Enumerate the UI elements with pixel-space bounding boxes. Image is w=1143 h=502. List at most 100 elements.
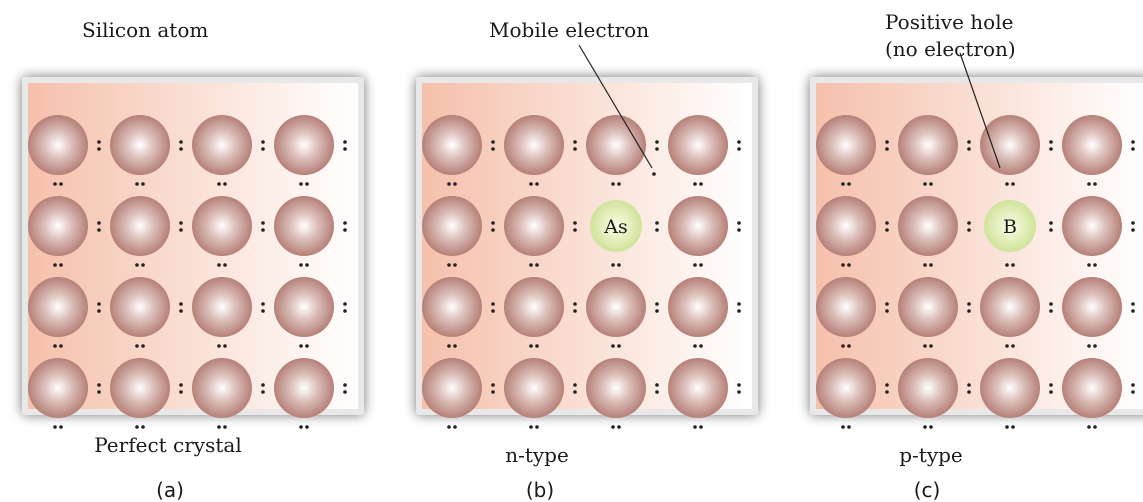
silicon-atom-label: Silicon atom bbox=[82, 18, 209, 42]
bond-electron bbox=[97, 147, 101, 151]
silicon-atom bbox=[816, 115, 876, 175]
bond-electron bbox=[1005, 263, 1009, 267]
silicon-atom bbox=[274, 358, 334, 418]
bond-electron bbox=[617, 182, 621, 186]
bond-electron bbox=[611, 344, 615, 348]
bond-electron bbox=[261, 302, 265, 306]
bond-electron bbox=[529, 344, 533, 348]
bond-electron bbox=[1087, 425, 1091, 429]
bond-electron bbox=[491, 302, 495, 306]
bond-electron bbox=[655, 140, 659, 144]
bond-electron bbox=[223, 425, 227, 429]
bond-electron bbox=[655, 383, 659, 387]
bond-electron bbox=[53, 425, 57, 429]
bond-electron bbox=[59, 182, 63, 186]
bond-electron bbox=[343, 302, 347, 306]
bond-electron bbox=[261, 147, 265, 151]
bond-electron bbox=[97, 383, 101, 387]
bond-electron bbox=[573, 390, 577, 394]
bond-electron bbox=[261, 383, 265, 387]
bond-electron bbox=[223, 182, 227, 186]
bond-electron bbox=[535, 182, 539, 186]
bond-electron bbox=[179, 390, 183, 394]
silicon-atom bbox=[274, 277, 334, 337]
bond-electron bbox=[491, 228, 495, 232]
bond-electron bbox=[655, 147, 659, 151]
bond-electron bbox=[179, 309, 183, 313]
silicon-atom bbox=[586, 277, 646, 337]
dopant-atom bbox=[590, 200, 642, 252]
bond-electron bbox=[179, 228, 183, 232]
bond-electron bbox=[617, 425, 621, 429]
bond-electron bbox=[453, 182, 457, 186]
silicon-atom bbox=[586, 358, 646, 418]
bond-electron bbox=[447, 344, 451, 348]
bond-electron bbox=[841, 425, 845, 429]
bond-electron bbox=[1131, 302, 1135, 306]
bond-electron bbox=[217, 425, 221, 429]
bond-electron bbox=[529, 182, 533, 186]
bond-electron bbox=[491, 147, 495, 151]
silicon-atom bbox=[422, 115, 482, 175]
bond-electron bbox=[53, 344, 57, 348]
silicon-atom bbox=[898, 196, 958, 256]
silicon-atom bbox=[192, 196, 252, 256]
bond-electron bbox=[737, 302, 741, 306]
bond-electron bbox=[535, 263, 539, 267]
crystal-lattice-b: As bbox=[416, 44, 758, 429]
bond-electron bbox=[141, 344, 145, 348]
bond-electron bbox=[1093, 263, 1097, 267]
bond-electron bbox=[179, 140, 183, 144]
bond-electron bbox=[847, 425, 851, 429]
bond-electron bbox=[97, 140, 101, 144]
bond-electron bbox=[1049, 309, 1053, 313]
bond-electron bbox=[699, 182, 703, 186]
bond-electron bbox=[535, 344, 539, 348]
silicon-atom bbox=[274, 115, 334, 175]
bond-electron bbox=[885, 383, 889, 387]
bond-electron bbox=[261, 221, 265, 225]
bond-electron bbox=[617, 344, 621, 348]
bond-electron bbox=[261, 228, 265, 232]
n-type-caption: n-type bbox=[505, 443, 569, 467]
bond-electron bbox=[1049, 383, 1053, 387]
bond-electron bbox=[1005, 182, 1009, 186]
bond-electron bbox=[923, 263, 927, 267]
silicon-atom bbox=[1062, 358, 1122, 418]
bond-electron bbox=[573, 147, 577, 151]
bond-electron bbox=[305, 425, 309, 429]
bond-electron bbox=[1093, 182, 1097, 186]
mobile-electron bbox=[652, 172, 656, 176]
bond-electron bbox=[967, 390, 971, 394]
bond-electron bbox=[693, 425, 697, 429]
bond-electron bbox=[1049, 228, 1053, 232]
bond-electron bbox=[655, 390, 659, 394]
bond-electron bbox=[967, 302, 971, 306]
silicon-atom bbox=[28, 115, 88, 175]
positive-hole-pointer bbox=[959, 52, 1001, 169]
bond-electron bbox=[1049, 302, 1053, 306]
bond-electron bbox=[261, 140, 265, 144]
bond-electron bbox=[59, 263, 63, 267]
bond-electron bbox=[97, 302, 101, 306]
bond-electron bbox=[1131, 221, 1135, 225]
bond-electron bbox=[693, 263, 697, 267]
silicon-atom bbox=[28, 277, 88, 337]
bond-electron bbox=[929, 425, 933, 429]
silicon-atom bbox=[898, 115, 958, 175]
bond-electron bbox=[141, 263, 145, 267]
bond-electron bbox=[135, 182, 139, 186]
bond-electron bbox=[343, 390, 347, 394]
bond-electron bbox=[491, 309, 495, 313]
bond-electron bbox=[1049, 221, 1053, 225]
mobile-electron-pointer bbox=[578, 44, 653, 169]
panel-c: Positive hole (no electron) B p-type (c) bbox=[788, 0, 1143, 502]
bond-electron bbox=[573, 140, 577, 144]
bond-electron bbox=[847, 344, 851, 348]
silicon-atom bbox=[28, 196, 88, 256]
panel-b: Mobile electron As n-type (b) bbox=[394, 0, 764, 502]
bond-electron bbox=[223, 344, 227, 348]
bond-electron bbox=[929, 182, 933, 186]
panel-a: Silicon atom Perfect crystal (a) bbox=[0, 0, 370, 502]
bond-electron bbox=[737, 390, 741, 394]
